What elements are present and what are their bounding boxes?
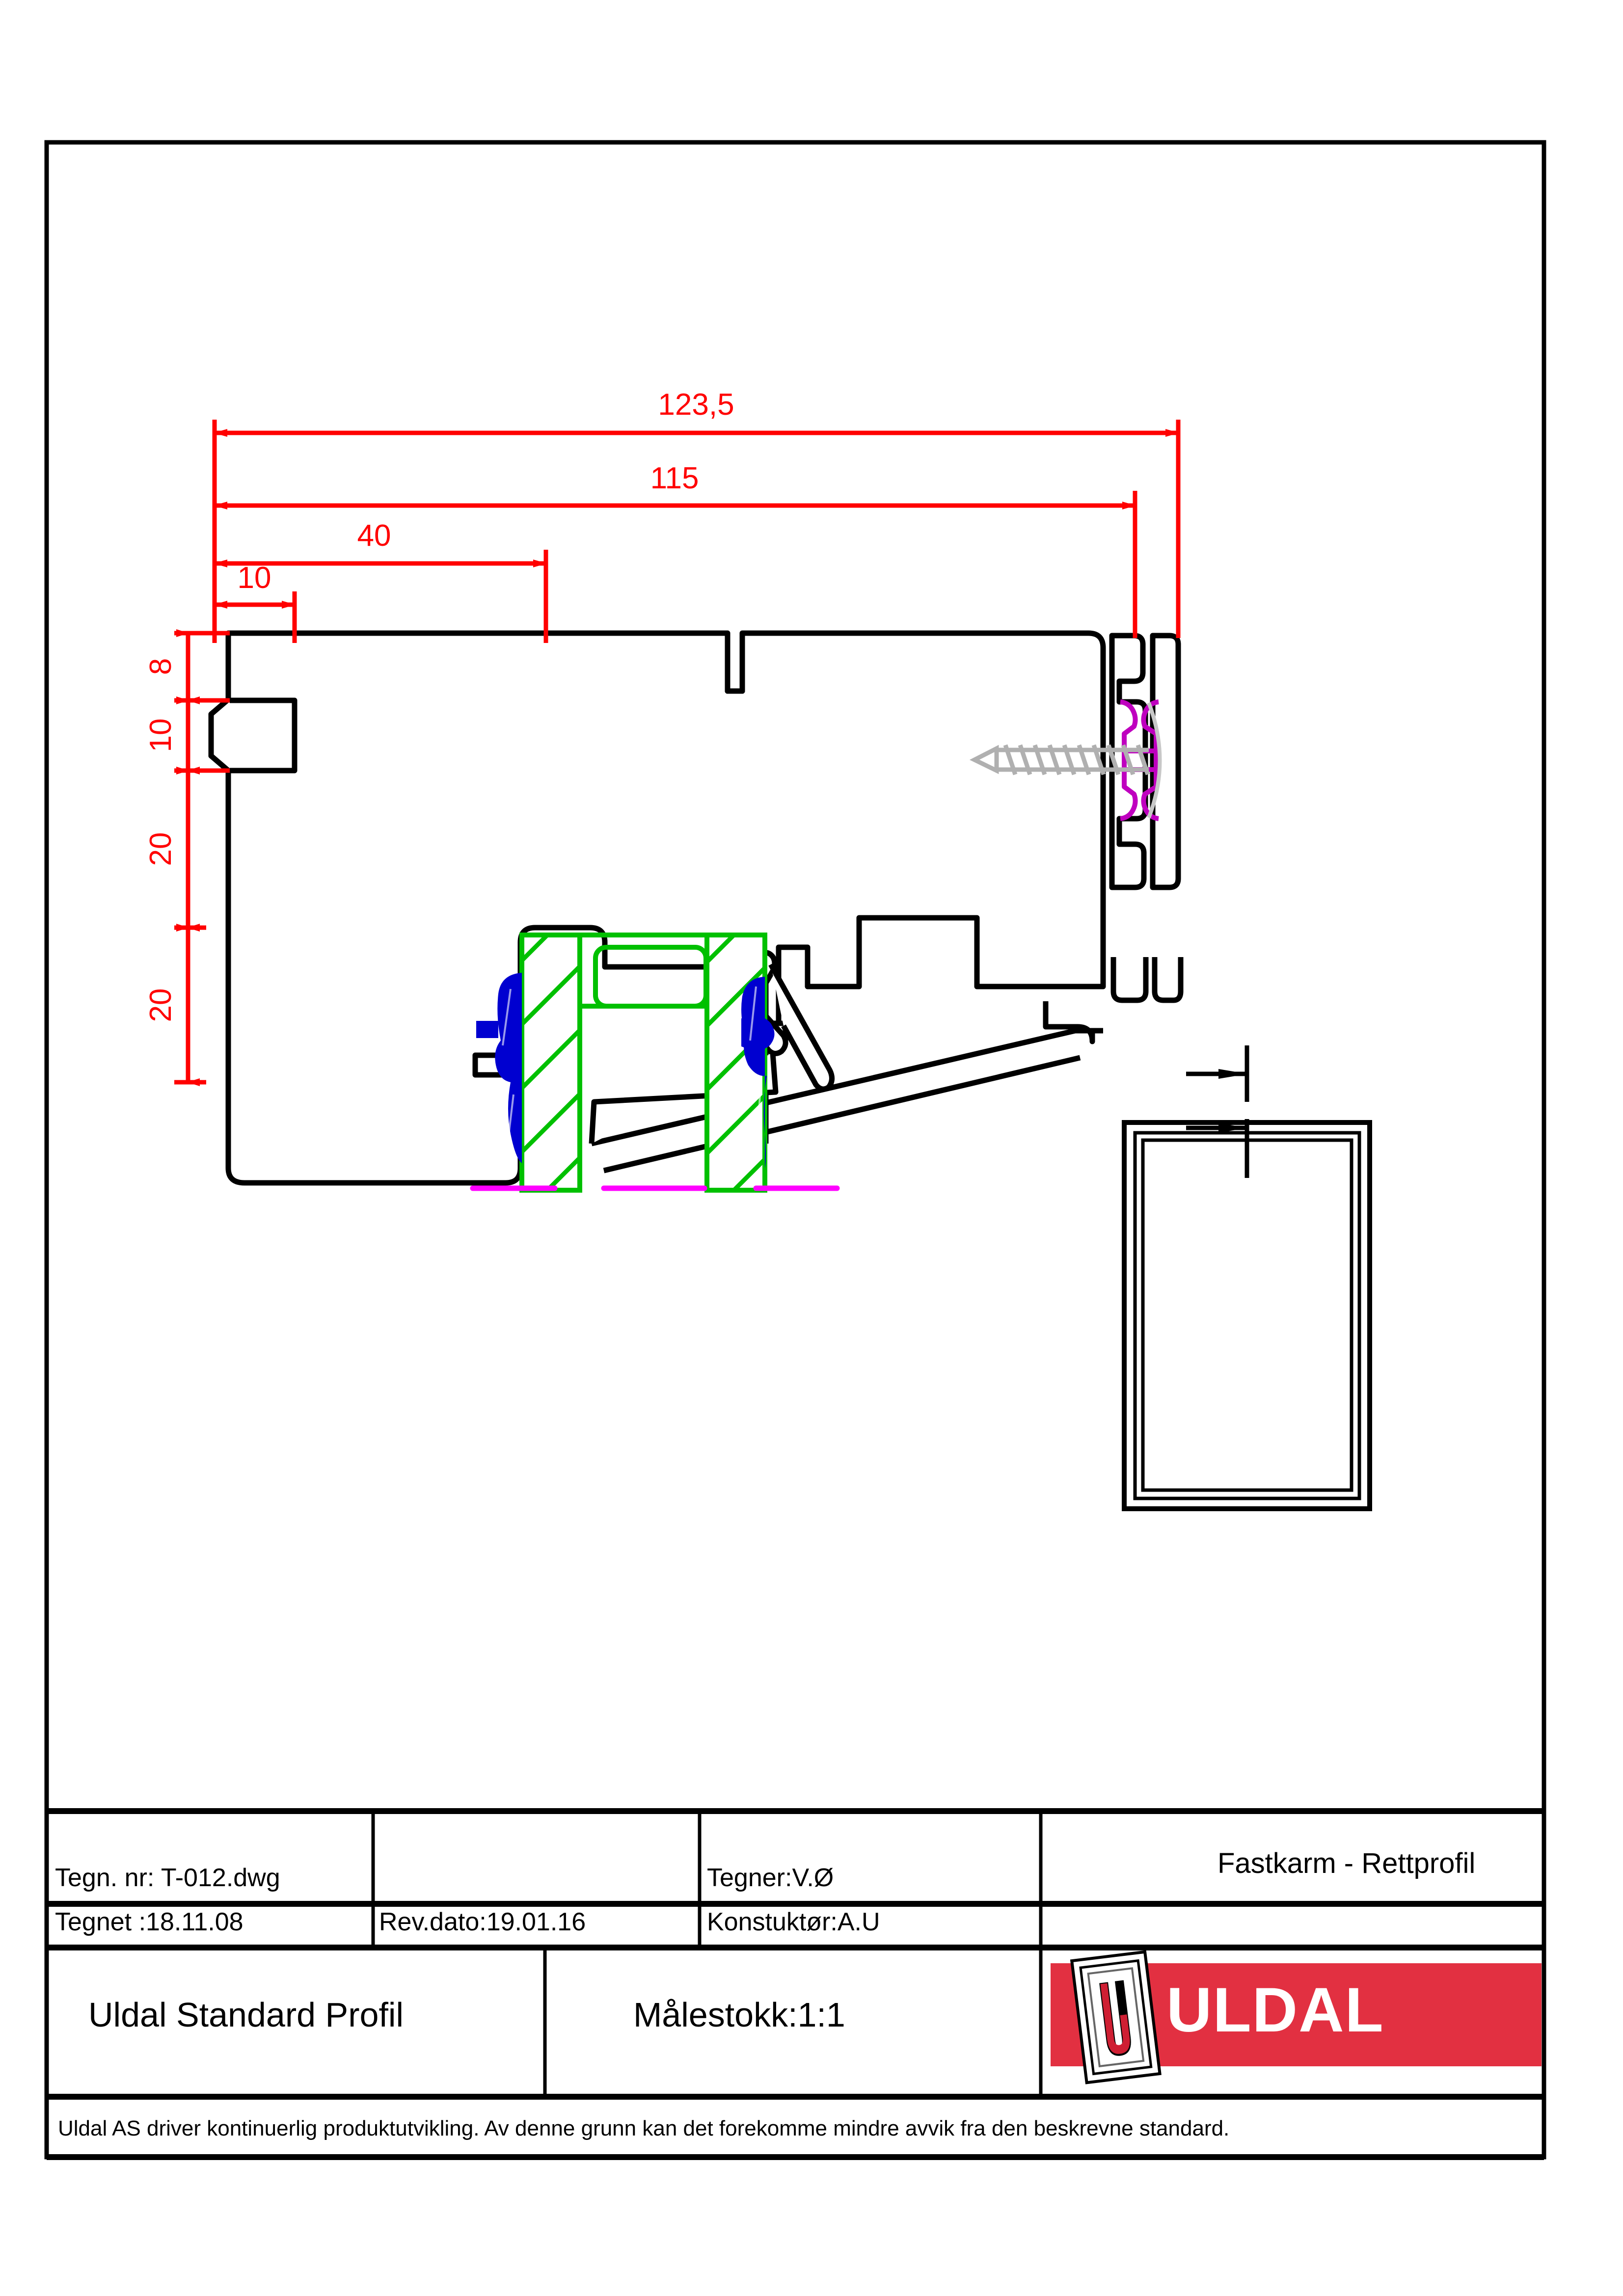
frame-rebate-ledge bbox=[230, 697, 298, 774]
glazing-bead-arm bbox=[768, 963, 835, 1092]
profile-name: Uldal Standard Profil bbox=[88, 1996, 404, 2034]
gasket-left bbox=[476, 973, 522, 1163]
dimension-text-v20a: 20 bbox=[144, 832, 178, 866]
frame-left-notch-lower bbox=[208, 714, 230, 773]
product-title: Fastkarm - Rettprofil bbox=[1217, 1847, 1476, 1879]
dimension-text-v8: 8 bbox=[144, 658, 178, 675]
screw-icon bbox=[969, 744, 1150, 775]
frame-outer-profile bbox=[208, 630, 1106, 1186]
revision-date: Rev.dato:19.01.16 bbox=[379, 1908, 586, 1936]
glass-unit bbox=[519, 933, 767, 1193]
title-block-grid bbox=[47, 1808, 1544, 2160]
dimension-lines bbox=[174, 420, 1181, 1086]
frame-top-slot bbox=[725, 633, 745, 694]
uldal-logo-text: ULDAL bbox=[1166, 1975, 1384, 2045]
section-mark-inner bbox=[1186, 1119, 1249, 1178]
window-elevation-view bbox=[1122, 1045, 1372, 1511]
dimension-text-40: 40 bbox=[357, 519, 391, 553]
dimension-text-115: 115 bbox=[650, 461, 699, 495]
disclaimer-text: Uldal AS driver kontinuerlig produktutvi… bbox=[58, 2116, 1230, 2140]
gasket-left-highlight bbox=[502, 988, 514, 1144]
cover-cap-lower-outer bbox=[1152, 957, 1184, 1003]
drawn-by: Tegner:V.Ø bbox=[707, 1864, 834, 1892]
cover-cap-lower bbox=[1110, 957, 1149, 1003]
frame-drain-slope-lower bbox=[603, 1055, 1081, 1174]
dimension-text-123-5: 123,5 bbox=[658, 388, 734, 422]
drawing-number: Tegn. nr: T-012.dwg bbox=[55, 1864, 280, 1892]
cover-cap-outer-edge bbox=[1150, 633, 1181, 890]
constructor: Konstuktør:A.U bbox=[707, 1908, 880, 1936]
scale-label: Målestokk:1:1 bbox=[633, 1996, 845, 2034]
screw-seal-arc bbox=[1147, 702, 1162, 819]
dimension-text-v10: 10 bbox=[144, 719, 178, 752]
drawn-date: Tegnet :18.11.08 bbox=[55, 1908, 243, 1936]
gasket-right bbox=[741, 977, 775, 1168]
gasket-right-highlight bbox=[749, 986, 761, 1149]
section-mark-upper bbox=[1186, 1045, 1249, 1102]
uldal-logo-frame-icon bbox=[1070, 1950, 1162, 2084]
dimension-text-10: 10 bbox=[238, 561, 271, 595]
dimension-text-v20b: 20 bbox=[144, 988, 178, 1022]
frame-right-rib bbox=[1043, 1001, 1095, 1044]
